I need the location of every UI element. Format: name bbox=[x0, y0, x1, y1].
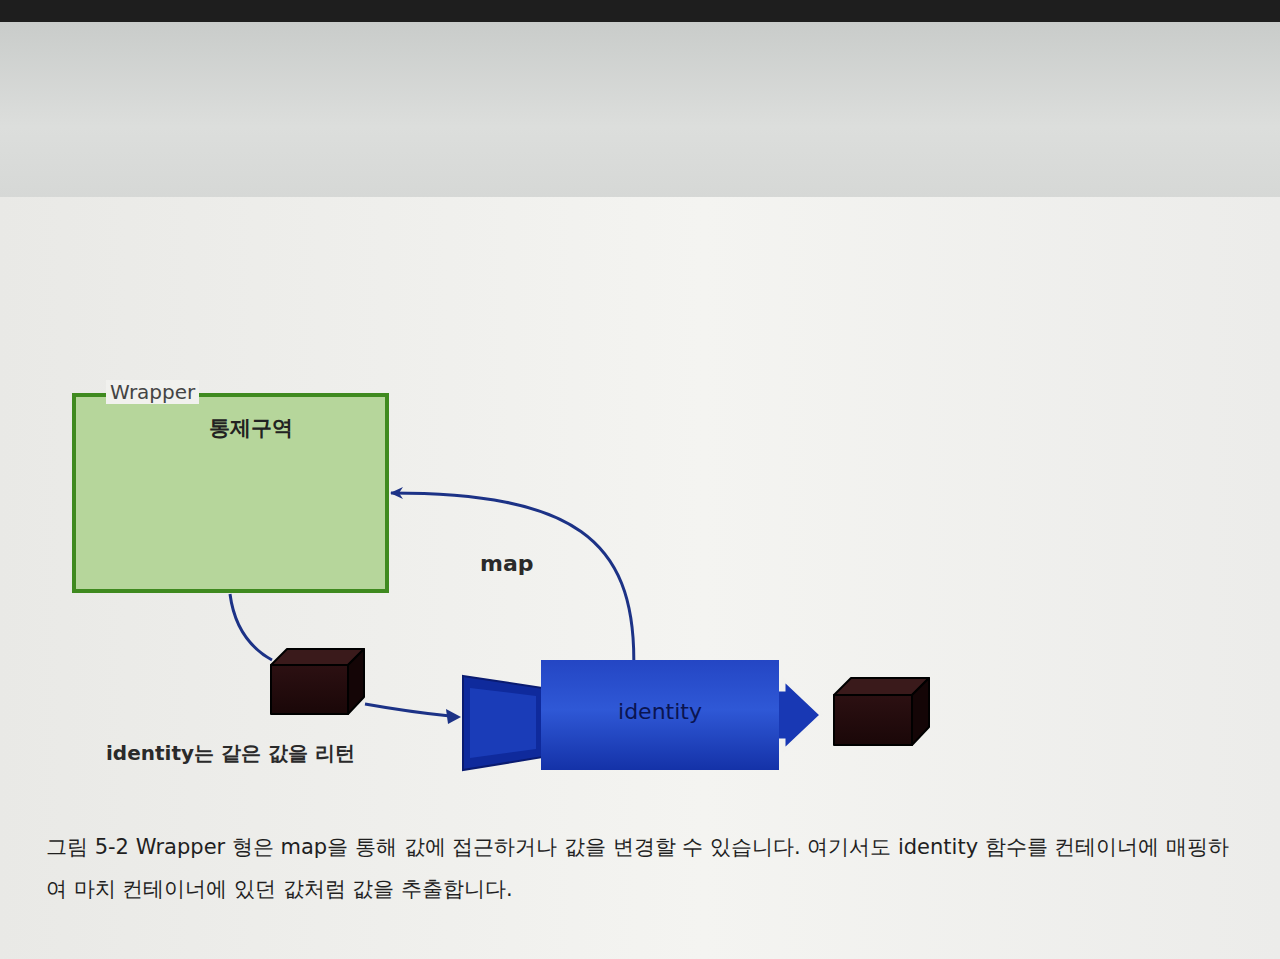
controlled-zone: 통제구역 bbox=[140, 415, 361, 565]
function-name: identity bbox=[541, 698, 779, 726]
cube-icon bbox=[834, 678, 929, 745]
note-label: identity는 같은 값을 리턴 bbox=[106, 740, 355, 767]
flow-line bbox=[365, 704, 450, 716]
function-box: identity bbox=[541, 660, 779, 770]
photo-frame bbox=[0, 0, 1280, 22]
zone-title: 통제구역 bbox=[140, 415, 361, 441]
arrow-head bbox=[446, 709, 461, 724]
screen-band bbox=[0, 22, 1280, 197]
edge-label: map bbox=[477, 551, 537, 576]
funnel bbox=[463, 676, 543, 770]
wrapper-box: Wrapper통제구역 bbox=[72, 393, 389, 593]
map-connector bbox=[391, 493, 634, 660]
figure-caption: 그림 5-2 Wrapper 형은 map을 통해 값에 접근하거나 값을 변경… bbox=[46, 826, 1246, 910]
box-title: Wrapper bbox=[106, 380, 199, 404]
flow-line bbox=[230, 594, 272, 660]
cube-icon bbox=[271, 649, 364, 714]
funnel bbox=[470, 688, 536, 758]
